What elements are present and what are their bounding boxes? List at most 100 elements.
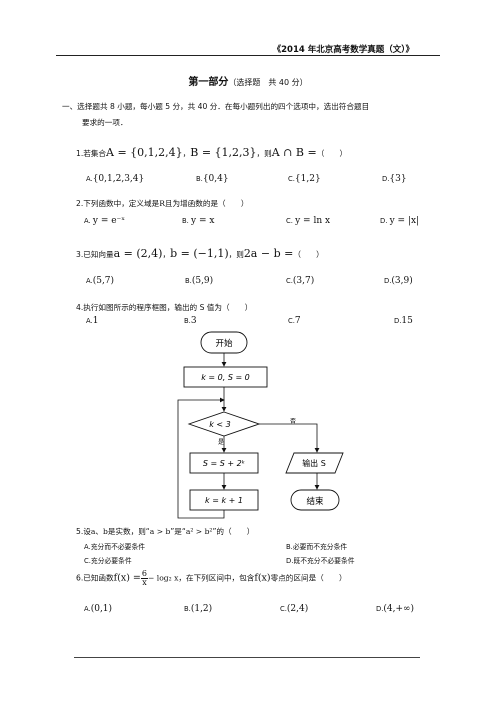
- q2-option-b[interactable]: B. y = x: [182, 216, 214, 226]
- q3-option-c-label: C.: [286, 277, 293, 285]
- flowchart-decision-label: k < 3: [209, 420, 231, 429]
- flowchart-end-terminal: [290, 489, 340, 511]
- q4-option-c-label: C.: [288, 317, 295, 325]
- q3-option-a[interactable]: A.(5,7): [86, 276, 114, 286]
- q1-option-a-label: A.: [86, 175, 93, 183]
- q6-option-b[interactable]: B.(1,2): [184, 604, 212, 614]
- q1-option-b-label: B.: [196, 175, 203, 183]
- q3-option-b-value: (5,9): [191, 276, 214, 286]
- q2-option-d-value: y = |x|: [389, 216, 420, 226]
- q2-option-c-label: C.: [286, 217, 293, 225]
- q1-answer-paren: （ ）: [316, 149, 348, 158]
- q6-option-c[interactable]: C.(2,4): [280, 604, 308, 614]
- q6-mid: ，在下列区间中，包含: [178, 573, 255, 583]
- q3-prefix: 3.已知向量: [76, 250, 114, 259]
- q5-option-d[interactable]: D.既不充分不必要条件: [286, 555, 355, 565]
- flowchart-loop-arrow: [177, 397, 225, 519]
- document-header-title: 《2014 年北京高考数学真题（文）》: [272, 45, 414, 55]
- q2-option-a-label: A.: [84, 217, 91, 225]
- q1-option-b[interactable]: B.{0,4}: [196, 174, 229, 184]
- part-title-main: 第一部分: [188, 77, 229, 88]
- q1-option-b-value: {0,4}: [202, 174, 229, 184]
- q4-option-d-label: D.: [394, 317, 402, 325]
- q6-option-a[interactable]: A.(0,1): [84, 604, 112, 614]
- q2-option-d[interactable]: D. y = |x|: [380, 216, 419, 226]
- flowchart-init-label: k = 0, S = 0: [201, 373, 250, 382]
- q6-option-c-value: (2,4): [286, 604, 309, 614]
- q6-suffix: 零点的区间是（ ）: [270, 573, 347, 583]
- q4-option-a-value: 1: [92, 316, 99, 326]
- q3-option-d-value: (3,9): [391, 276, 413, 286]
- q1-separator: ，: [182, 149, 191, 158]
- flowchart-update-s-label: S = S + 2ᵏ: [203, 459, 245, 468]
- q5-option-d-label: D.: [286, 557, 294, 565]
- question-2-stem: 2.下列函数中，定义域是R且为增函数的是（ ）: [76, 198, 248, 209]
- q6-option-d[interactable]: D.(4,+∞): [376, 604, 414, 614]
- q5-option-a[interactable]: A.充分而不必要条件: [84, 541, 145, 551]
- question-1-stem: 1.若集合A = {0,1,2,4}，B = {1,2,3}，则A ∩ B =（…: [76, 146, 347, 159]
- q2-option-b-label: B.: [182, 217, 189, 225]
- q4-option-b-value: 3: [190, 316, 197, 326]
- flowchart-end-label: 结束: [306, 496, 324, 507]
- q6-function-lhs: f(x) =: [113, 572, 141, 584]
- q4-option-a[interactable]: A.1: [86, 316, 98, 326]
- flowchart-arrow: [259, 423, 320, 453]
- q6-option-a-label: A.: [84, 605, 91, 613]
- q6-prefix: 6.已知函数: [76, 573, 114, 583]
- q4-option-b[interactable]: B.3: [184, 316, 197, 326]
- flowchart-init-box: [183, 366, 268, 388]
- q6-option-a-value: (0,1): [90, 604, 113, 614]
- q4-option-d[interactable]: D.15: [394, 316, 413, 326]
- q5-option-a-value: 充分而不必要条件: [90, 543, 146, 551]
- q1-option-c-value: {1,2}: [294, 174, 321, 184]
- q1-set-b: B = {1,2,3}: [190, 146, 257, 159]
- flowchart-update-k-label: k = k + 1: [205, 496, 243, 505]
- q4-option-d-value: 15: [401, 316, 413, 326]
- q4-option-c[interactable]: C.7: [288, 316, 301, 326]
- q1-option-a[interactable]: A.{0,1,2,3,4}: [86, 174, 144, 184]
- q5-option-c-label: C.: [84, 557, 91, 565]
- q5-option-b-label: B.: [286, 543, 293, 551]
- q2-suffix: 且为增函数的是（ ）: [164, 199, 249, 208]
- q2-option-a[interactable]: A. y = e⁻ˣ: [84, 216, 125, 226]
- q3-option-d[interactable]: D.(3,9): [384, 276, 413, 286]
- q6-option-b-value: (1,2): [190, 604, 213, 614]
- part-title: 第一部分（选择题 共 40 分）: [0, 73, 496, 88]
- q2-prefix: 2.下列函数中，定义域是: [76, 199, 160, 208]
- q5-option-c[interactable]: C.充分必要条件: [84, 555, 132, 565]
- flowchart-output-parallelogram: [285, 452, 344, 474]
- section-instructions-line2: 要求的一项．: [82, 118, 128, 127]
- q4-option-c-value: 7: [294, 316, 301, 326]
- q3-answer-paren: （ ）: [293, 250, 324, 259]
- q1-option-d[interactable]: D.{3}: [382, 174, 407, 184]
- q2-domain-r: R: [159, 199, 165, 208]
- q5-var-b: b: [102, 527, 108, 536]
- header-divider: [56, 55, 440, 56]
- flowchart-yes-label: 是: [218, 439, 224, 446]
- q3-option-a-label: A.: [86, 277, 93, 285]
- q6-function-ref: f(x): [254, 572, 271, 584]
- q1-ask-expression: A ∩ B =: [271, 146, 317, 159]
- q1-option-c[interactable]: C.{1,2}: [288, 174, 321, 184]
- q3-ask-expression: 2a − b =: [243, 247, 294, 260]
- q3-vector-b: b = (−1,1): [170, 247, 229, 260]
- q5-option-a-label: A.: [84, 543, 91, 551]
- q5-mid2: ”是“: [170, 527, 186, 536]
- q3-option-b[interactable]: B.(5,9): [185, 276, 213, 286]
- q2-option-c[interactable]: C. y = ln x: [286, 216, 330, 226]
- flowchart-no-label: 否: [290, 418, 296, 425]
- flowchart-start-label: 开始: [215, 338, 233, 349]
- q3-ask-prefix: ，则: [228, 250, 244, 259]
- q2-option-c-value: y = ln x: [295, 216, 331, 226]
- q5-option-b[interactable]: B.必要而不充分条件: [286, 541, 347, 551]
- q1-option-d-value: {3}: [389, 174, 407, 184]
- q3-option-c[interactable]: C.(3,7): [286, 276, 314, 286]
- q2-option-d-label: D.: [380, 217, 388, 225]
- q3-option-c-value: (3,7): [292, 276, 315, 286]
- q6-fraction-numerator: 6: [140, 569, 148, 579]
- q5-condition-1: a > b: [149, 527, 171, 536]
- q5-option-c-value: 充分必要条件: [90, 557, 132, 565]
